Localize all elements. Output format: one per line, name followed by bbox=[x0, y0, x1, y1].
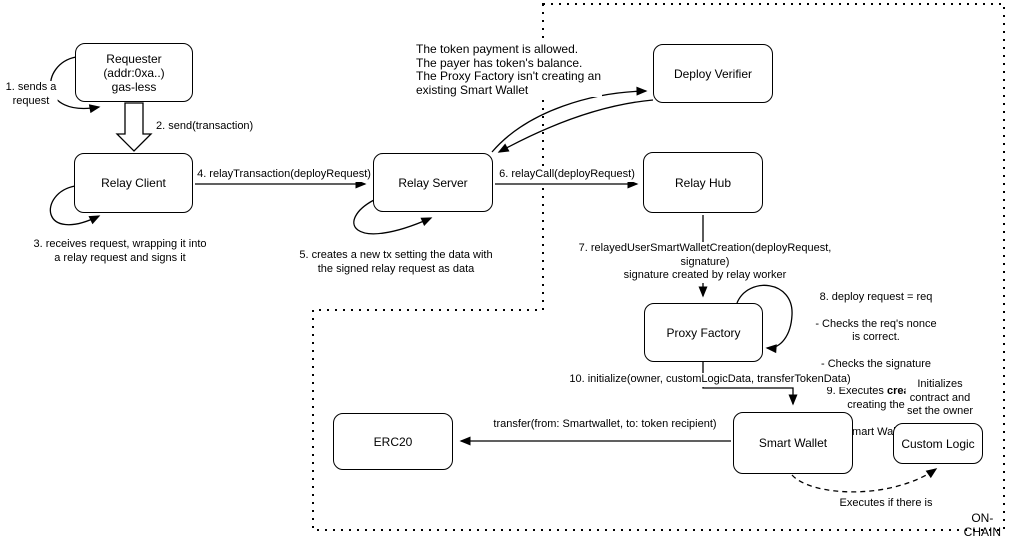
label-step2: 2. send(transaction) bbox=[155, 120, 255, 134]
block-arrow-step2 bbox=[115, 102, 153, 152]
node-relay-client: Relay Client bbox=[74, 153, 193, 213]
node-custom-logic: Custom Logic bbox=[893, 423, 983, 464]
step8-line2: - Checks the req's nonce is correct. bbox=[815, 317, 937, 344]
label-verifier-note: The token payment is allowed. The payer … bbox=[415, 42, 603, 97]
step8-line3: - Checks the signature bbox=[820, 358, 932, 370]
self-loop-relay-server bbox=[353, 199, 433, 235]
label-transfer: transfer(from: Smartwallet, to: token re… bbox=[492, 418, 718, 432]
label-step5: 5. creates a new tx setting the data wit… bbox=[298, 249, 494, 276]
node-relay-server: Relay Server bbox=[373, 153, 493, 212]
self-loop-relay-client bbox=[49, 185, 101, 226]
arrow-relay-server-to-deploy-verifier bbox=[491, 86, 648, 153]
onchain-boundary bbox=[312, 3, 1005, 531]
label-on-chain: ON-CHAIN bbox=[963, 511, 1001, 538]
label-executes-note: Executes if there is bbox=[838, 497, 934, 511]
label-initializes-note: Initializes contract and set the owner bbox=[905, 378, 975, 419]
node-proxy-factory: Proxy Factory bbox=[644, 303, 763, 362]
label-step7: 7. relayedUserSmartWalletCreation(deploy… bbox=[553, 242, 857, 283]
label-step6: 6. relayCall(deployRequest) bbox=[498, 168, 636, 182]
label-step1: 1. sends a request bbox=[4, 81, 58, 108]
step8-line1: 8. deploy request = req bbox=[819, 290, 933, 303]
label-step3: 3. receives request, wrapping it into a … bbox=[32, 238, 208, 265]
node-requester: Requester (addr:0xa..) gas-less bbox=[75, 43, 193, 102]
self-loop-proxy-factory bbox=[736, 284, 793, 354]
node-deploy-verifier: Deploy Verifier bbox=[653, 44, 773, 103]
dashed-arrow-executes bbox=[791, 468, 938, 493]
node-relay-hub: Relay Hub bbox=[643, 152, 763, 213]
label-step10: 10. initialize(owner, customLogicData, t… bbox=[568, 373, 852, 387]
node-erc20: ERC20 bbox=[333, 413, 453, 470]
arrow-deploy-verifier-to-relay-server bbox=[497, 99, 654, 153]
label-step4: 4. relayTransaction(deployRequest) bbox=[196, 168, 372, 182]
node-smart-wallet: Smart Wallet bbox=[733, 412, 853, 474]
